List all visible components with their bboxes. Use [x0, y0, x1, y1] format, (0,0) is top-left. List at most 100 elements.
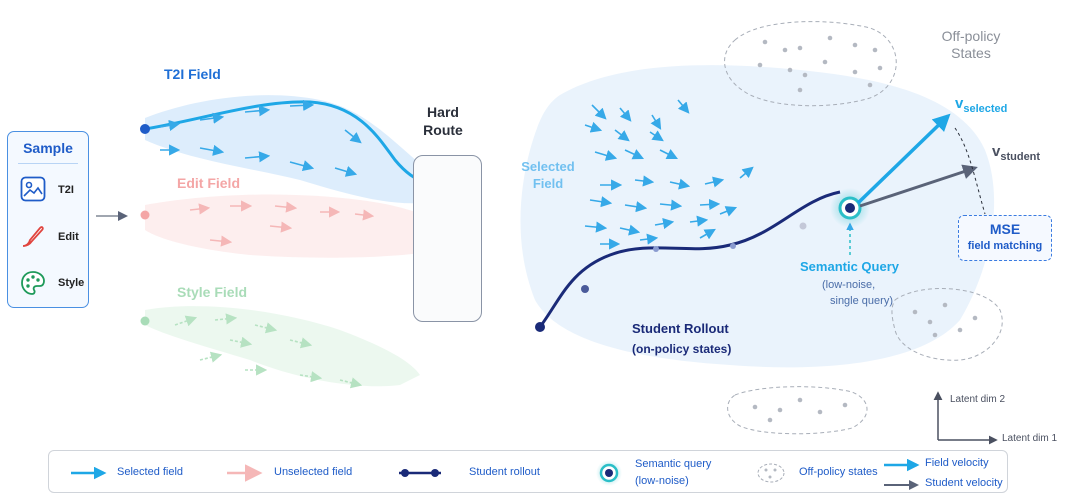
hard-route-label-line2: Route — [423, 122, 463, 138]
off-policy-dot-6 — [757, 62, 763, 68]
t2i-arrow-5 — [199, 144, 225, 156]
legend-semantic-query-1: Semantic query — [635, 458, 712, 470]
style-arrow-0 — [174, 315, 198, 327]
image-icon — [20, 176, 46, 202]
off-policy-dot-15 — [942, 302, 948, 308]
off-policy-dot-24 — [842, 402, 848, 408]
hard-route-label-line1: Hard — [427, 104, 459, 120]
mse-box: MSE field matching — [958, 215, 1052, 261]
off-policy-dot-19 — [972, 315, 978, 321]
t2i-arrow-3 — [289, 99, 315, 112]
selected-arrow-5 — [614, 129, 630, 142]
style-arrow-8 — [229, 336, 253, 348]
edit-arrow-0 — [189, 203, 211, 215]
selected-arrow-6 — [649, 130, 664, 142]
off-policy-single-dot — [799, 222, 807, 230]
t2i-field-label: T2I Field — [164, 66, 221, 82]
edit-arrow-5 — [269, 221, 293, 233]
edit-field-band — [145, 194, 440, 258]
selected-field-label: Selected Field — [508, 158, 588, 192]
off-policy-dot-14 — [912, 309, 918, 315]
selected-arrow-14 — [739, 166, 754, 179]
off-policy-dot-5 — [872, 47, 878, 53]
sample-item-style: Style — [58, 277, 85, 289]
edit-arrow-2 — [274, 201, 298, 213]
latent-region — [520, 65, 995, 368]
off-policy-blob-top — [724, 21, 897, 107]
off-policy-label-line1: Off-policy — [941, 28, 1001, 44]
semantic-query-line2: single query) — [830, 295, 893, 307]
legend-rollout-dot-2 — [431, 469, 439, 477]
off-policy-dot-22 — [797, 397, 803, 403]
v-selected-main: v — [955, 95, 964, 112]
mse-connector — [954, 127, 986, 215]
selected-arrow-26 — [699, 228, 716, 240]
selected-arrow-3 — [677, 99, 690, 114]
selected-arrow-11 — [634, 175, 655, 187]
selected-arrow-21 — [654, 218, 675, 230]
style-arrow-6 — [299, 371, 323, 383]
semantic-query-title: Semantic Query — [800, 259, 899, 274]
edit-arrow-6 — [354, 209, 375, 221]
sample-title: Sample — [23, 140, 73, 156]
off-policy-dot-23 — [817, 409, 823, 415]
selected-arrow-9 — [659, 148, 679, 160]
off-policy-dot-4 — [852, 42, 858, 48]
t2i-arrow-6 — [244, 151, 271, 163]
style-start-dot — [140, 316, 150, 326]
v-selected-label: vselected — [955, 95, 1007, 115]
off-policy-dot-8 — [802, 72, 808, 78]
selected-arrow-2 — [650, 114, 662, 130]
off-policy-dot-2 — [797, 45, 803, 51]
edit-field-label: Edit Field — [177, 175, 240, 191]
off-policy-blob-bottom — [727, 386, 868, 435]
t2i-arrow-2 — [244, 105, 271, 117]
t2i-arrow-1 — [199, 112, 225, 124]
mse-subtitle: field matching — [967, 240, 1043, 252]
t2i-arrow-9 — [344, 129, 362, 144]
off-policy-dot-10 — [852, 69, 858, 75]
selected-arrow-12 — [669, 178, 691, 190]
off-policy-dot-13 — [797, 87, 803, 93]
student-rollout-start — [535, 322, 545, 332]
off-policy-blob-right — [891, 288, 1003, 361]
selected-arrow-0 — [591, 104, 607, 120]
off-policy-dot-16 — [927, 319, 933, 325]
off-policy-dot-21 — [777, 407, 783, 413]
off-policy-label-line2: States — [951, 45, 991, 61]
selected-velocity-vector — [856, 113, 951, 205]
selected-arrow-16 — [624, 201, 648, 213]
legend-off-policy: Off-policy states — [799, 466, 878, 478]
style-arrow-2 — [254, 322, 278, 334]
palette-icon — [21, 271, 45, 295]
selected-arrow-7 — [594, 150, 618, 161]
off-policy-dot-25 — [767, 417, 773, 423]
selected-arrow-1 — [619, 107, 632, 122]
legend-semantic-query-2: (low-noise) — [635, 475, 689, 487]
v-student-main: v — [992, 143, 1001, 160]
mse-title: MSE — [989, 221, 1021, 237]
legend-graphics — [71, 458, 920, 490]
selected-arrow-22 — [689, 215, 709, 227]
off-policy-dot-11 — [877, 65, 883, 71]
style-arrow-3 — [289, 337, 313, 349]
selected-field-label-line1: Selected — [521, 159, 575, 174]
edit-field-arrows — [189, 200, 375, 247]
legend-selected-field: Selected field — [117, 466, 184, 478]
latent-dim-2-label: Latent dim 2 — [950, 394, 1006, 405]
brush-icon — [22, 226, 44, 247]
selected-arrow-20 — [619, 224, 641, 236]
legend-unselected-field: Unselected field — [274, 466, 353, 478]
student-rollout-curve — [538, 190, 841, 328]
t2i-field-curve — [144, 100, 429, 185]
legend: Selected field Unselected field Student … — [48, 450, 1008, 493]
t2i-arrow-0 — [159, 119, 181, 131]
style-arrow-7 — [339, 377, 363, 389]
style-field-band — [145, 306, 420, 387]
student-rollout-subtitle: (on-policy states) — [632, 342, 732, 356]
selected-field-arrows — [584, 99, 754, 250]
selected-arrow-17 — [659, 199, 683, 211]
style-field-label: Style Field — [177, 284, 248, 300]
